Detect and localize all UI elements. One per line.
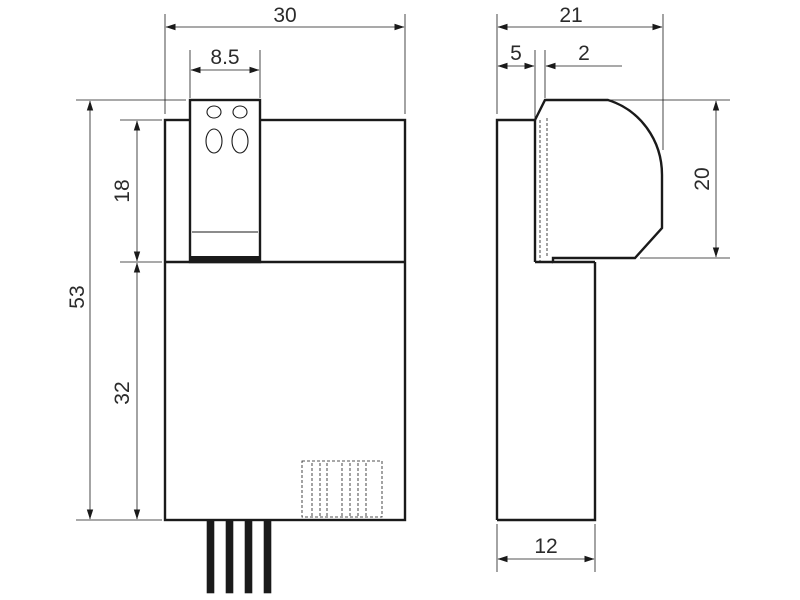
dim-step-depth: 5 [497,42,536,118]
dim-label-step-depth: 5 [510,42,522,65]
dim-label-front-width: 30 [273,4,296,27]
dim-front-width: 30 [164,4,406,114]
side-body [495,118,597,522]
dim-terminal-width: 8.5 [189,46,261,98]
housing-body [163,118,407,522]
dim-label-cap-height: 20 [691,167,714,190]
side-cap [533,98,664,264]
front-view: 30 8.5 53 18 32 [66,4,407,594]
dim-overall-height: 53 [66,99,186,521]
side-view: 21 5 2 20 12 [495,4,730,572]
terminal-block [188,98,262,264]
dim-label-side-depth: 21 [559,4,582,27]
dim-lip-gap: 2 [544,42,622,98]
terminal-screw-bottom-left [205,128,223,154]
dim-cap-height: 20 [610,99,730,259]
terminal-bottom-band [190,256,260,263]
hidden-connector [301,460,383,518]
dim-label-lower-height: 32 [111,381,134,404]
dim-side-depth: 21 [496,4,664,150]
dim-label-overall-height: 53 [66,285,89,308]
dim-lower-height: 32 [111,262,141,520]
wire-leads [206,519,272,594]
dim-label-base-depth: 12 [534,535,557,558]
dim-label-lip-gap: 2 [578,42,590,65]
dim-base-depth: 12 [496,524,596,572]
dim-label-upper-height: 18 [111,179,134,202]
terminal-screw-bottom-right [231,128,249,154]
terminal-screw-top-left [206,105,222,119]
dim-label-terminal-width: 8.5 [210,46,239,69]
terminal-screw-top-right [232,105,248,119]
dim-upper-height: 18 [111,119,162,263]
